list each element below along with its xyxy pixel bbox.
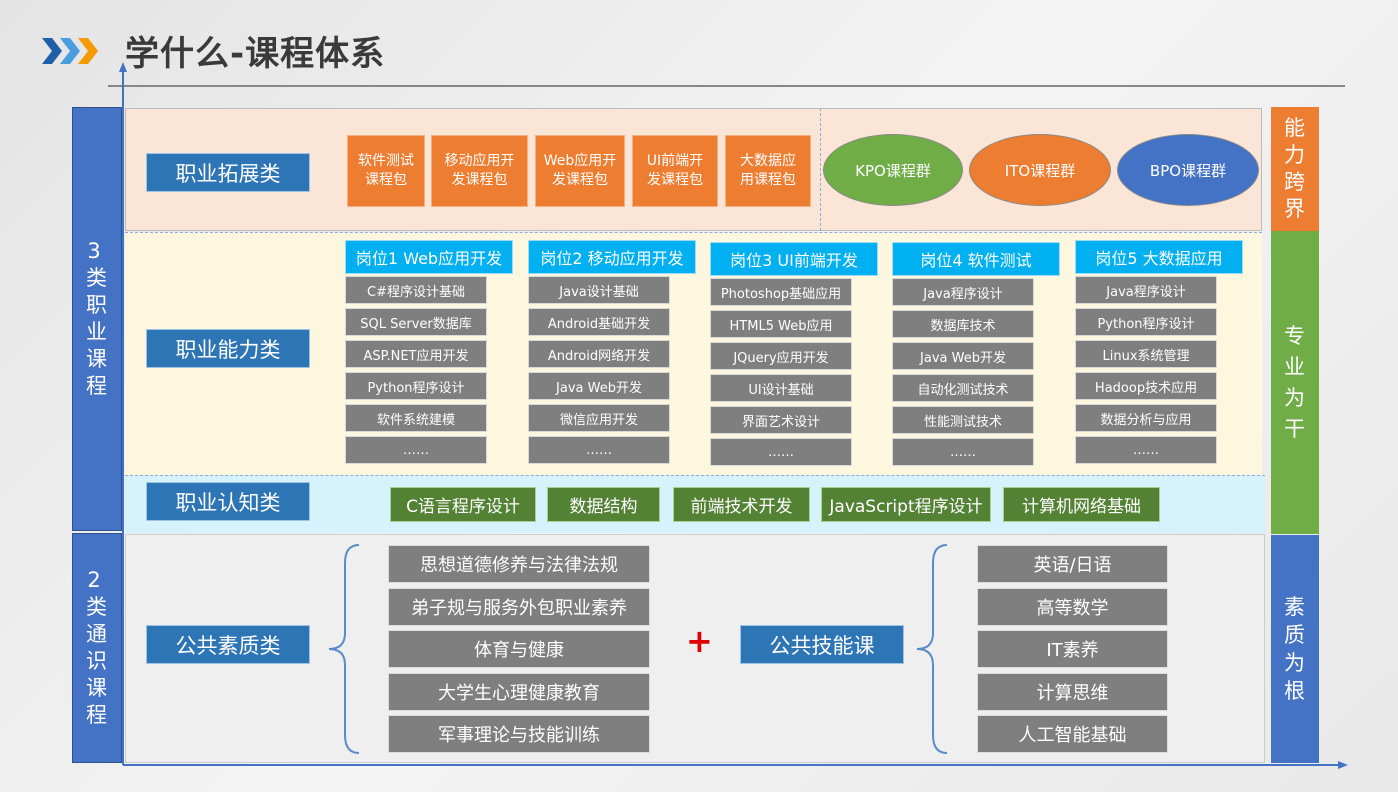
expansion-label: 职业拓展类 (146, 153, 310, 192)
right-bar-bottom: 素质为根 (1271, 535, 1319, 763)
cognition-course: JavaScript程序设计 (821, 487, 991, 522)
course-item: Java Web开发 (528, 372, 670, 400)
cognition-course: 数据结构 (547, 487, 660, 522)
job-header: 岗位2 移动应用开发 (528, 240, 696, 274)
dashed-divider (820, 108, 821, 231)
quality-course: 体育与健康 (388, 630, 650, 668)
course-item: 界面艺术设计 (710, 406, 852, 434)
course-item: UI设计基础 (710, 374, 852, 402)
course-item: 微信应用开发 (528, 404, 670, 432)
general-label: 公共素质类 (146, 625, 310, 664)
course-item: SQL Server数据库 (345, 308, 487, 336)
course-item: Photoshop基础应用 (710, 278, 852, 306)
package-box: 软件测试课程包 (347, 135, 425, 207)
course-item: …… (710, 438, 852, 466)
course-item: Linux系统管理 (1075, 340, 1217, 368)
page-title: 学什么-课程体系 (125, 34, 386, 74)
package-box: UI前端开发课程包 (632, 135, 718, 207)
course-item: Python程序设计 (1075, 308, 1217, 336)
right-bar-middle: 专业为干 (1271, 231, 1319, 534)
chevrons-icon (42, 38, 98, 64)
cognition-course: C语言程序设计 (390, 487, 536, 522)
left-bar-lower: 2类通识课程 (72, 533, 122, 763)
ito-group: ITO课程群 (969, 134, 1111, 206)
skill-course: 计算思维 (977, 672, 1168, 711)
kpo-group: KPO课程群 (823, 134, 963, 206)
job-header: 岗位1 Web应用开发 (345, 240, 513, 274)
quality-course: 大学生心理健康教育 (388, 672, 650, 711)
job-header: 岗位4 软件测试 (892, 242, 1060, 276)
course-item: …… (892, 438, 1034, 466)
package-box: Web应用开发课程包 (535, 135, 625, 207)
cognition-course: 计算机网络基础 (1003, 487, 1160, 522)
job-header: 岗位5 大数据应用 (1075, 240, 1243, 274)
course-item: Android基础开发 (528, 308, 670, 336)
course-item: …… (1075, 436, 1217, 464)
course-item: JQuery应用开发 (710, 342, 852, 370)
course-item: …… (528, 436, 670, 464)
course-item: 数据库技术 (892, 310, 1034, 338)
course-item: Java Web开发 (892, 342, 1034, 370)
right-bar-top: 能力跨界 (1271, 107, 1319, 231)
right-brace (916, 544, 948, 754)
package-box: 移动应用开发课程包 (431, 135, 528, 207)
skills-label: 公共技能课 (740, 625, 904, 664)
skill-course: 高等数学 (977, 587, 1168, 626)
course-item: Hadoop技术应用 (1075, 372, 1217, 400)
package-box: 大数据应用课程包 (725, 135, 811, 207)
course-item: Java设计基础 (528, 276, 670, 304)
left-brace (328, 544, 360, 754)
bpo-group: BPO课程群 (1117, 134, 1259, 206)
left-bar-upper: 3类职业课程 (72, 107, 122, 531)
course-item: Python程序设计 (345, 372, 487, 400)
course-item: C#程序设计基础 (345, 276, 487, 304)
quality-course: 军事理论与技能训练 (388, 715, 650, 753)
course-item: Java程序设计 (1075, 276, 1217, 304)
quality-course: 弟子规与服务外包职业素养 (388, 587, 650, 626)
title-divider (108, 85, 1345, 87)
course-item: ASP.NET应用开发 (345, 340, 487, 368)
job-header: 岗位3 UI前端开发 (710, 242, 878, 276)
plus-sign: + (686, 622, 713, 660)
course-item: HTML5 Web应用 (710, 310, 852, 338)
skill-course: 人工智能基础 (977, 715, 1168, 753)
quality-course: 思想道德修养与法律法规 (388, 545, 650, 583)
cognition-course: 前端技术开发 (673, 487, 810, 522)
course-item: 软件系统建模 (345, 404, 487, 432)
course-item: 自动化测试技术 (892, 374, 1034, 402)
ability-label: 职业能力类 (146, 329, 310, 368)
skill-course: IT素养 (977, 630, 1168, 668)
cognition-label: 职业认知类 (146, 482, 310, 521)
course-item: 数据分析与应用 (1075, 404, 1217, 432)
course-item: Android网络开发 (528, 340, 670, 368)
course-item: …… (345, 436, 487, 464)
course-item: 性能测试技术 (892, 406, 1034, 434)
course-item: Java程序设计 (892, 278, 1034, 306)
skill-course: 英语/日语 (977, 545, 1168, 583)
